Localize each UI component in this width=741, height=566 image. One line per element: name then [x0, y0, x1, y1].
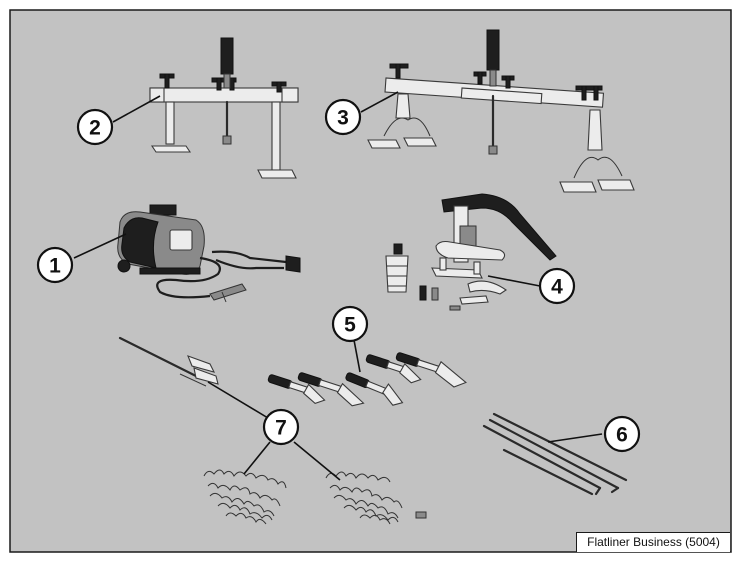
callout-1-label: 1	[49, 255, 61, 278]
leader-7a	[207, 381, 269, 419]
leader-4	[487, 275, 541, 287]
callout-7: 7	[262, 408, 300, 446]
callout-4-label: 4	[551, 276, 563, 299]
callout-5: 5	[331, 305, 369, 343]
leader-1	[73, 233, 127, 259]
leader-6	[547, 433, 603, 443]
callout-5-label: 5	[344, 314, 356, 337]
callout-3-label: 3	[337, 107, 349, 130]
callout-3: 3	[324, 98, 362, 136]
small-bridge-tool	[149, 37, 299, 179]
callout-6-label: 6	[616, 424, 628, 447]
diagram-frame	[9, 9, 732, 553]
leader-7b	[243, 441, 271, 475]
leader-3	[360, 91, 399, 113]
callout-6: 6	[603, 415, 641, 453]
callout-4: 4	[538, 267, 576, 305]
pull-head-set-tool	[267, 352, 467, 407]
lever-puller-tool	[385, 193, 557, 311]
callout-7-label: 7	[275, 417, 287, 440]
callout-2-label: 2	[89, 117, 101, 140]
heating-unit-tool	[117, 204, 301, 303]
leader-7c	[293, 441, 341, 481]
leader-2	[112, 95, 161, 123]
large-bridge-tool	[367, 29, 635, 193]
callout-1: 1	[36, 246, 74, 284]
figure-caption: Flatliner Business (5004)	[576, 532, 730, 552]
leader-5	[353, 339, 361, 373]
rods-tool	[482, 412, 628, 496]
callout-2: 2	[76, 108, 114, 146]
